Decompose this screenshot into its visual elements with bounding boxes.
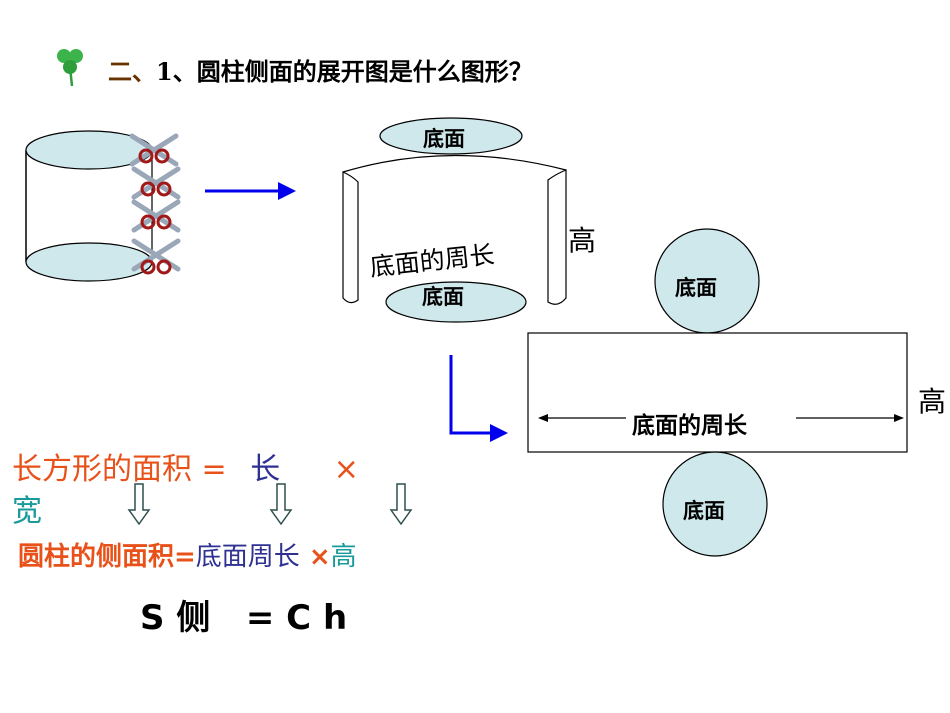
times-symbol-2: × — [308, 542, 331, 572]
net-bottom-circle — [662, 451, 768, 557]
scissors-icon — [131, 238, 181, 275]
clover-icon — [57, 49, 83, 87]
down-arrow-icon — [127, 483, 151, 526]
height-text: 高 — [330, 542, 357, 572]
page-title: 二、1、圆柱侧面的展开图是什么图形？ — [108, 52, 533, 87]
cylinder-height-label: 高 — [568, 224, 597, 257]
times-symbol: × — [333, 452, 359, 487]
small-cylinder — [25, 130, 153, 282]
down-arrow-icon — [389, 483, 413, 526]
cyl-lateral-text: 圆柱的侧面积= — [18, 542, 196, 572]
cylinder-top-label: 底面 — [423, 126, 465, 151]
title-prefix: 二、 — [108, 57, 156, 86]
rect-area-text: 长方形的面积 = — [12, 452, 227, 487]
title-number: 1 — [156, 57, 173, 86]
down-arrow-icon — [269, 483, 293, 526]
opening-cylinder — [342, 117, 567, 323]
net-top-circle-label: 底面 — [675, 275, 717, 300]
cylinder-lateral-formula: 圆柱的侧面积=底面周长 ×高 — [18, 536, 357, 573]
down-right-arrow-icon — [449, 355, 508, 442]
scissors-icon — [129, 133, 179, 167]
net-width-label: 底面的周长 — [632, 412, 747, 439]
title-text: 、圆柱侧面的展开图是什么图形？ — [172, 57, 533, 86]
rect-area-formula: 长方形的面积 = 长 × — [12, 444, 359, 488]
width-dimension-arrow — [538, 414, 904, 422]
scissors-icon — [131, 166, 181, 200]
right-arrow-icon — [205, 182, 296, 200]
symbolic-formula: S 侧 = C h — [140, 598, 348, 638]
net-bottom-circle-label: 底面 — [683, 498, 725, 523]
width-text: 宽 — [12, 494, 42, 529]
scissors-icon — [131, 199, 181, 233]
base-perimeter-text: 底面周长 — [195, 542, 300, 572]
length-text: 长 — [250, 452, 281, 487]
cylinder-bottom-label: 底面 — [422, 284, 464, 309]
net-height-label: 高 — [918, 385, 947, 418]
net-rectangle — [527, 332, 908, 453]
